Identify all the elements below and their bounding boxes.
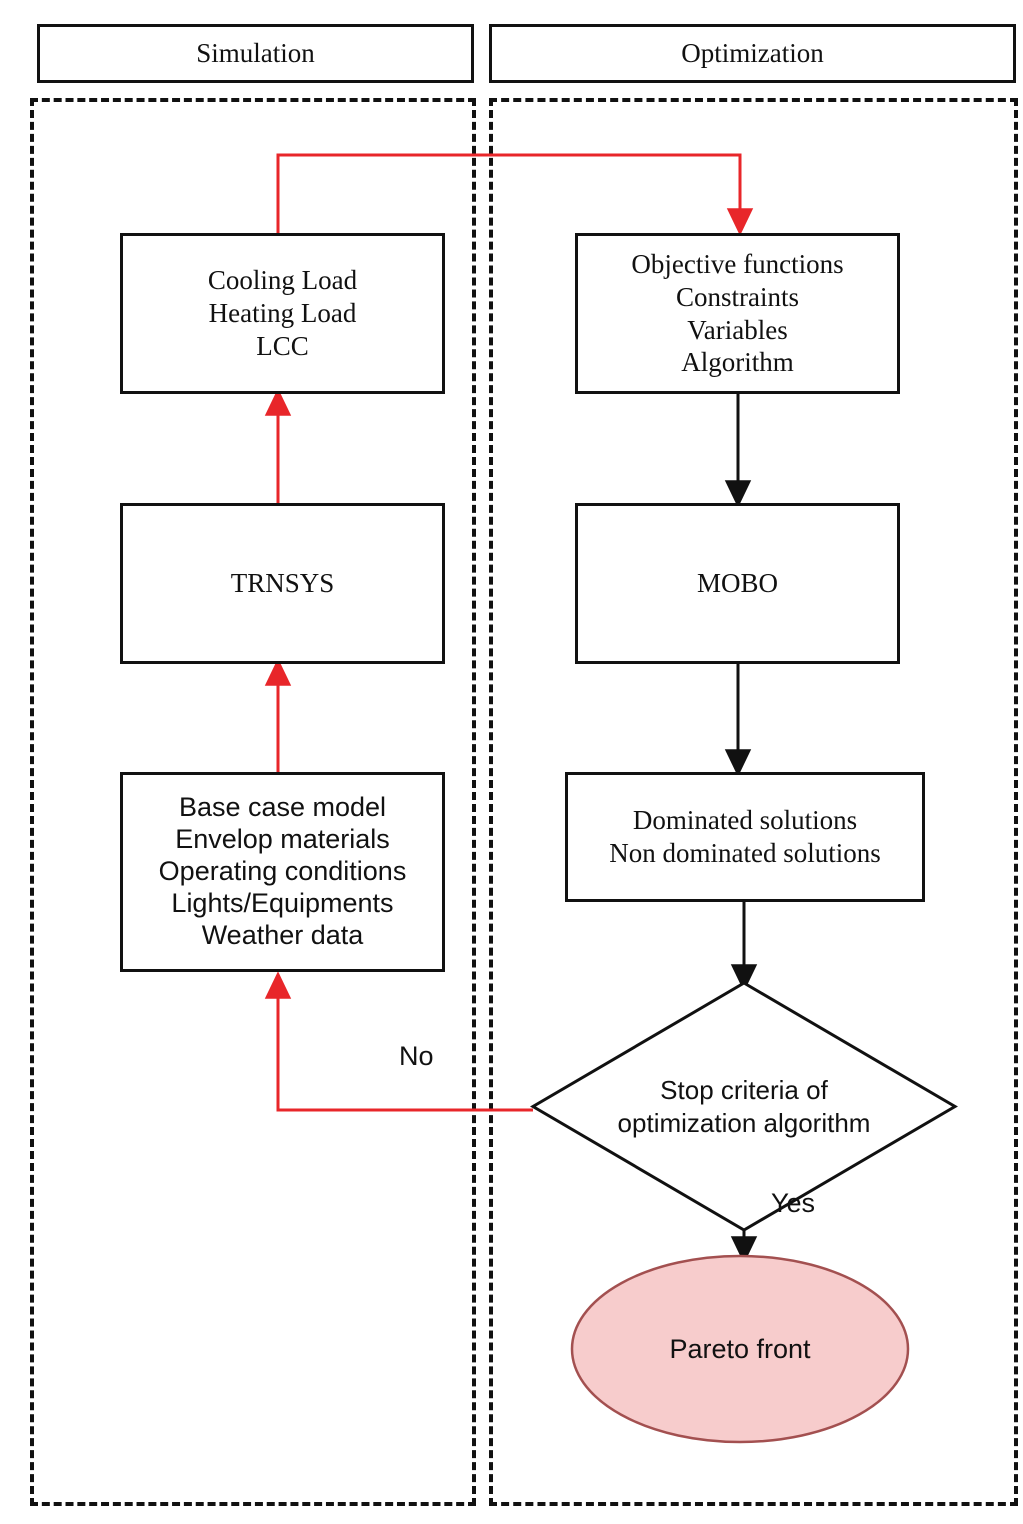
node-line: Operating conditions [158, 856, 407, 887]
phase-container-optimization [489, 98, 1018, 1506]
stop-criteria-label: Stop criteria of optimization algorithm [533, 983, 955, 1230]
phase-header-optimization-label: Optimization [681, 38, 824, 68]
phase-header-simulation: Simulation [37, 24, 474, 83]
node-line: Objective functions [631, 248, 844, 279]
node-line: Base case model [178, 792, 387, 823]
node-line: Constraints [675, 281, 799, 312]
node-line: Dominated solutions [632, 805, 858, 836]
node-trnsys: TRNSYS [120, 503, 445, 664]
edge-label-no: No [399, 1041, 434, 1071]
node-line: Stop criteria of [660, 1075, 828, 1105]
node-solutions: Dominated solutions Non dominated soluti… [565, 772, 925, 902]
node-line: Envelop materials [175, 824, 390, 855]
node-line: TRNSYS [230, 568, 335, 599]
node-line: Non dominated solutions [609, 838, 881, 868]
node-line: Lights/Equipments [171, 887, 394, 918]
phase-header-optimization: Optimization [489, 24, 1016, 83]
node-line: Pareto front [669, 1333, 811, 1364]
node-simulation-outputs: Cooling Load Heating Load LCC [120, 233, 445, 394]
node-line: Heating Load [208, 298, 357, 329]
node-model-inputs: Base case model Envelop materials Operat… [120, 772, 445, 972]
node-pareto-front: Pareto front [572, 1256, 908, 1442]
node-line: LCC [256, 330, 309, 361]
node-line: Cooling Load [207, 265, 358, 296]
node-line: optimization algorithm [617, 1107, 871, 1138]
node-line: Weather data [201, 919, 364, 950]
node-mobo: MOBO [575, 503, 900, 664]
phase-container-simulation [30, 98, 476, 1506]
phase-header-simulation-label: Simulation [196, 38, 315, 68]
node-line: Variables [687, 314, 788, 345]
edge-label-yes: Yes [771, 1188, 816, 1218]
node-stop-criteria: Stop criteria of optimization algorithm [533, 983, 955, 1230]
node-line: Algorithm [681, 347, 794, 378]
node-optimization-setup: Objective functions Constraints Variable… [575, 233, 900, 394]
node-line: MOBO [696, 568, 778, 599]
